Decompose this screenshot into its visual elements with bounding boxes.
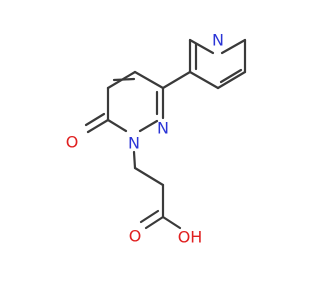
atom-o-carbonyl: O xyxy=(129,227,142,246)
bond xyxy=(161,215,182,230)
bond xyxy=(139,209,160,224)
bond xyxy=(219,68,243,84)
bond xyxy=(188,38,215,55)
atom-n-pyridine: N xyxy=(212,31,224,50)
bond xyxy=(188,70,220,90)
atom-o-ketone: O xyxy=(66,133,79,152)
atom-n-ring-1: N xyxy=(128,134,140,153)
atom-n-ring-2: N xyxy=(157,119,169,138)
bond xyxy=(106,118,128,133)
bond xyxy=(133,166,165,187)
bond xyxy=(220,38,247,55)
bond xyxy=(112,77,136,82)
pyridazinone-ring xyxy=(106,70,165,133)
bond xyxy=(133,70,165,90)
bond xyxy=(86,118,110,134)
bond xyxy=(144,215,165,230)
bond xyxy=(132,150,137,170)
atom-oh: OH xyxy=(178,228,203,247)
pyridine-ring xyxy=(188,38,247,90)
bond xyxy=(216,70,247,90)
bond xyxy=(84,112,106,127)
bond xyxy=(161,70,192,90)
molecule-structure: N N N O O OH xyxy=(66,31,247,247)
bond xyxy=(138,119,159,133)
